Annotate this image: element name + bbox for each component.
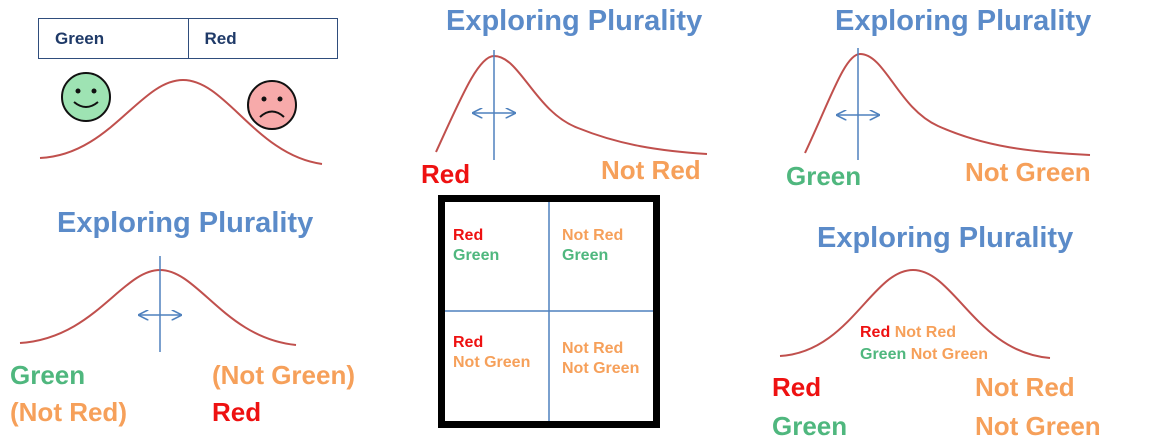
sad-face-icon — [247, 80, 297, 130]
label-red-bottom-left: Red — [212, 397, 262, 427]
happy-face-icon — [61, 72, 111, 122]
label-green-bottom-left: Green — [10, 360, 86, 390]
label-green-top-right: Green — [786, 161, 862, 191]
center-not-red-label: Not Red — [894, 324, 957, 341]
matrix-cell-top-right: Not Red Green — [562, 226, 623, 266]
matrix-cell-bottom-right: Not Red Not Green — [562, 339, 639, 379]
bell-curve-bottom-left — [19, 268, 297, 346]
center-green-label: Green — [860, 346, 907, 363]
matrix-grid-lines — [445, 202, 653, 421]
label-green-bottom-right: Green — [772, 411, 848, 441]
center-label-row2: Green Not Green — [860, 345, 988, 365]
matrix-cell-text: Not Red — [562, 340, 624, 357]
label-not-red-bottom-left: (Not Red) — [10, 397, 127, 427]
legend-red-label: Red — [187, 19, 338, 58]
label-not-green-bottom-right: Not Green — [975, 411, 1101, 441]
matrix-cell-text: Green — [453, 247, 500, 264]
legend-green-label: Green — [55, 28, 105, 48]
title-top-right: Exploring Plurality — [835, 5, 1092, 37]
matrix-cell-text: Red — [453, 227, 484, 244]
matrix-cell-text: Not Green — [453, 354, 531, 371]
label-not-red-bottom-right: Not Red — [975, 372, 1075, 402]
title-bottom-left: Exploring Plurality — [57, 207, 314, 239]
bell-curve-bottom-right — [779, 268, 1051, 359]
matrix-cell-text: Not Red — [562, 227, 624, 244]
center-not-green-label: Not Green — [910, 346, 989, 363]
label-not-red-top-middle: Not Red — [601, 155, 701, 185]
label-not-green-top-right: Not Green — [965, 157, 1091, 187]
bell-curve-top-left — [39, 78, 323, 165]
matrix-cell-top-left: Red Green — [453, 226, 499, 266]
skewed-curve-top-middle — [435, 54, 708, 155]
center-red-label: Red — [860, 324, 891, 341]
matrix-cell-text: Green — [562, 247, 609, 264]
label-red-top-middle: Red — [421, 159, 471, 189]
matrix-cell-text: Red — [453, 334, 484, 351]
title-top-middle: Exploring Plurality — [446, 5, 703, 37]
quadrant-matrix: Red Green Not Red Green Red Not Green No… — [438, 195, 660, 428]
skewed-curve-top-right — [804, 52, 1091, 156]
legend-box: Green Red — [38, 18, 338, 59]
matrix-cell-text: Not Green — [562, 360, 640, 377]
title-bottom-right: Exploring Plurality — [817, 222, 1074, 254]
label-not-green-bottom-left: (Not Green) — [212, 360, 355, 390]
matrix-cell-bottom-left: Red Not Green — [453, 333, 530, 373]
center-label-row1: Red Not Red — [860, 323, 956, 343]
label-red-bottom-right: Red — [772, 372, 822, 402]
